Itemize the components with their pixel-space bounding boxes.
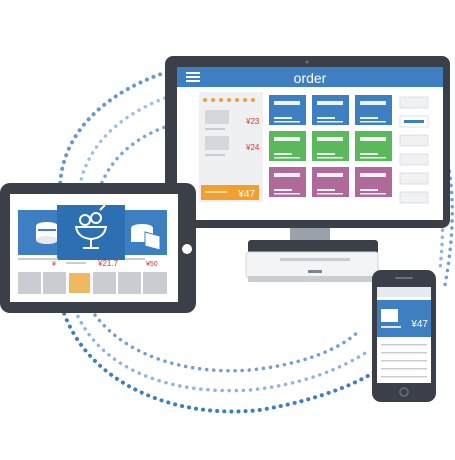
desktop-monitor: order ¥23 ¥24 ¥47: [165, 56, 450, 282]
cake-slice-icon: [131, 224, 161, 251]
menu-icon[interactable]: [186, 72, 200, 82]
order-item-thumb: [205, 110, 229, 124]
smartphone: ¥47: [372, 270, 436, 402]
camera-icon: [305, 60, 309, 64]
menu-tile[interactable]: [312, 131, 349, 161]
cake-icon: [36, 222, 58, 244]
tablet-home-button[interactable]: [182, 244, 192, 254]
printer-base: [245, 240, 379, 282]
menu-tile[interactable]: [269, 167, 306, 197]
order-item-thumb: [205, 136, 229, 150]
menu-tile[interactable]: [355, 167, 392, 197]
phone-item-thumb: [381, 309, 398, 322]
menu-tile[interactable]: [269, 131, 306, 161]
menu-tile[interactable]: [312, 95, 349, 125]
order-price-1: ¥23: [245, 117, 260, 126]
tablet-price-3: ¥50: [146, 261, 158, 268]
category-list[interactable]: [399, 96, 429, 204]
order-total-bar: [201, 185, 259, 200]
tablet-price-2: ¥21.7: [97, 259, 119, 268]
monitor-header-bar: [177, 67, 443, 87]
tablet-bottom-tiles[interactable]: [18, 271, 167, 295]
menu-tile[interactable]: [312, 167, 349, 197]
phone-home-button[interactable]: [399, 387, 409, 397]
order-price-2: ¥24: [245, 143, 260, 152]
monitor-title: order: [294, 70, 327, 86]
phone-price: ¥47: [410, 319, 428, 330]
order-total: ¥47: [237, 189, 255, 200]
menu-tile[interactable]: [355, 95, 392, 125]
menu-tile[interactable]: [269, 95, 306, 125]
tablet: ¥ ¥21.7 ¥50: [0, 183, 196, 313]
menu-tiles[interactable]: [269, 95, 392, 197]
tablet-price-1: ¥: [52, 261, 56, 268]
menu-tile[interactable]: [355, 131, 392, 161]
order-panel: ¥23 ¥24 ¥47: [199, 92, 263, 202]
ice-cream-sundae-icon: [74, 204, 108, 249]
